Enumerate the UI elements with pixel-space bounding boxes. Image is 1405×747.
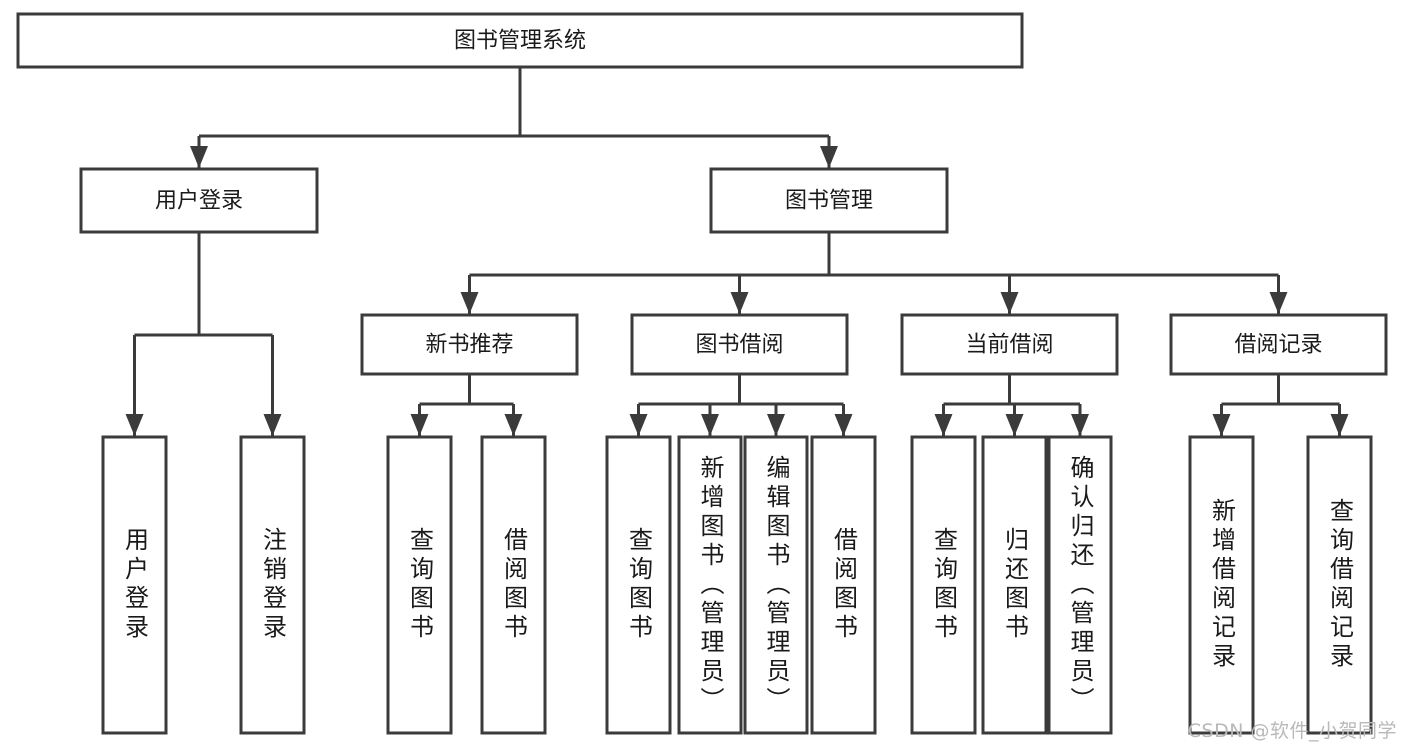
node-box-l3-1[interactable]	[630, 313, 849, 376]
arrow-head-icon	[190, 146, 208, 168]
leaf-box-4[interactable]	[605, 435, 672, 735]
arrow-head-icon	[1212, 414, 1231, 436]
boxes-layer	[16, 12, 1388, 735]
leaf-box-6[interactable]	[743, 435, 809, 735]
leaf-box-12[interactable]	[1306, 435, 1373, 735]
node-box-root[interactable]	[16, 12, 1024, 69]
node-box-l3-0[interactable]	[360, 313, 579, 376]
leaf-box-10[interactable]	[1047, 435, 1113, 735]
leaf-box-9[interactable]	[981, 435, 1048, 735]
node-box-l2-1[interactable]	[709, 167, 949, 234]
arrow-head-icon	[1269, 292, 1288, 314]
leaf-box-3[interactable]	[480, 435, 547, 735]
leaf-box-11[interactable]	[1188, 435, 1255, 735]
arrow-head-icon	[767, 414, 785, 436]
arrow-head-icon	[701, 414, 719, 436]
node-label-l3-3: 借阅记录	[1234, 333, 1322, 358]
arrow-head-icon	[1071, 414, 1089, 436]
arrow-head-icon	[125, 414, 144, 436]
node-label-root: 图书管理系统	[454, 29, 586, 54]
node-box-l2-0[interactable]	[79, 167, 319, 234]
connectors-layer	[125, 67, 1349, 436]
arrow-head-icon	[410, 414, 429, 436]
arrow-head-icon	[820, 146, 838, 168]
node-box-l3-2[interactable]	[900, 313, 1119, 376]
arrow-head-icon	[730, 292, 749, 314]
arrow-head-icon	[1000, 292, 1019, 314]
node-label-l3-1: 图书借阅	[695, 333, 783, 358]
arrow-head-icon	[1330, 414, 1349, 436]
leaf-box-0[interactable]	[101, 435, 168, 735]
arrow-head-icon	[460, 292, 479, 314]
arrow-head-icon	[629, 414, 648, 436]
arrow-head-icon	[1005, 414, 1024, 436]
arrow-head-icon	[934, 414, 953, 436]
node-label-l3-2: 当前借阅	[965, 333, 1053, 358]
arrow-head-icon	[263, 414, 282, 436]
arrow-head-icon	[834, 414, 853, 436]
node-box-l3-3[interactable]	[1169, 313, 1388, 376]
leaf-box-2[interactable]	[386, 435, 453, 735]
node-label-l3-0: 新书推荐	[425, 333, 513, 358]
leaf-box-5[interactable]	[677, 435, 743, 735]
leaf-box-7[interactable]	[810, 435, 877, 735]
node-label-l2-1: 图书管理	[785, 189, 873, 214]
node-label-l2-0: 用户登录	[155, 189, 243, 214]
arrow-head-icon	[504, 414, 523, 436]
leaf-box-8[interactable]	[910, 435, 977, 735]
leaf-box-1[interactable]	[239, 435, 306, 735]
watermark: CSDN @软件_小贺同学	[1187, 720, 1397, 742]
